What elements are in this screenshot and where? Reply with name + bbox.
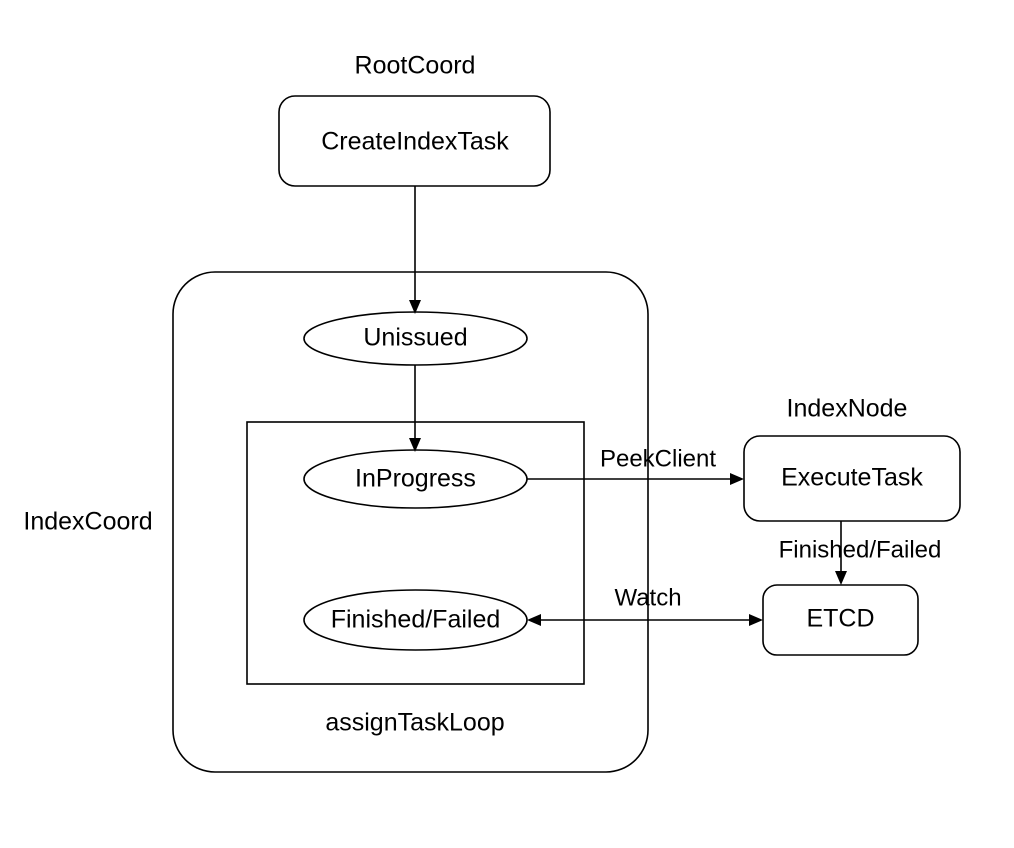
edge-etcd-to-finishedfailed	[527, 614, 763, 626]
create-index-task-shape[interactable]	[278, 95, 551, 187]
etcd-shape[interactable]	[762, 584, 919, 656]
node-create-index-task[interactable]: CreateIndexTask	[278, 95, 551, 187]
edge-label-peekclient: PeekClient	[600, 445, 716, 472]
group-label-indexcoord: IndexCoord	[23, 508, 152, 536]
create-index-task-label: CreateIndexTask	[321, 128, 509, 156]
arrowhead-down-unissued	[409, 300, 421, 314]
group-indexcoord-container	[172, 271, 649, 773]
node-unissued[interactable]: Unissued	[303, 311, 528, 366]
group-label-rootcoord: RootCoord	[355, 52, 476, 80]
arrowhead-right-etcd	[749, 614, 763, 626]
edge-executetask-to-etcd	[835, 521, 847, 585]
indexcoord-boundary	[172, 271, 649, 773]
edge-unissued-to-inprogress	[409, 365, 421, 452]
arrowhead-left-finishedfailed	[527, 614, 541, 626]
node-in-progress[interactable]: InProgress	[303, 449, 528, 509]
edge-inprogress-to-executetask	[527, 473, 744, 485]
group-label-indexnode: IndexNode	[787, 395, 908, 423]
node-finished-failed[interactable]: Finished/Failed	[303, 589, 528, 651]
in-progress-label: InProgress	[355, 465, 476, 493]
arrowhead-down-etcd	[835, 571, 847, 585]
assigntaskloop-boundary	[246, 421, 585, 685]
edge-create-to-unissued	[409, 186, 421, 314]
arrowhead-right-executetask	[730, 473, 744, 485]
finished-failed-shape[interactable]	[303, 589, 528, 651]
arrowhead-down-inprogress	[409, 438, 421, 452]
group-label-assigntaskloop: assignTaskLoop	[325, 709, 504, 737]
unissued-shape[interactable]	[303, 311, 528, 366]
edge-label-finished-failed: Finished/Failed	[779, 536, 942, 563]
unissued-label: Unissued	[363, 324, 467, 352]
group-assigntaskloop-container	[246, 421, 585, 685]
node-execute-task[interactable]: ExecuteTask	[743, 435, 961, 522]
in-progress-shape[interactable]	[303, 449, 528, 509]
edge-label-watch: Watch	[614, 584, 681, 611]
execute-task-shape[interactable]	[743, 435, 961, 522]
execute-task-label: ExecuteTask	[781, 464, 923, 492]
etcd-label: ETCD	[806, 605, 874, 633]
finished-failed-label: Finished/Failed	[331, 606, 501, 634]
node-etcd[interactable]: ETCD	[762, 584, 919, 656]
